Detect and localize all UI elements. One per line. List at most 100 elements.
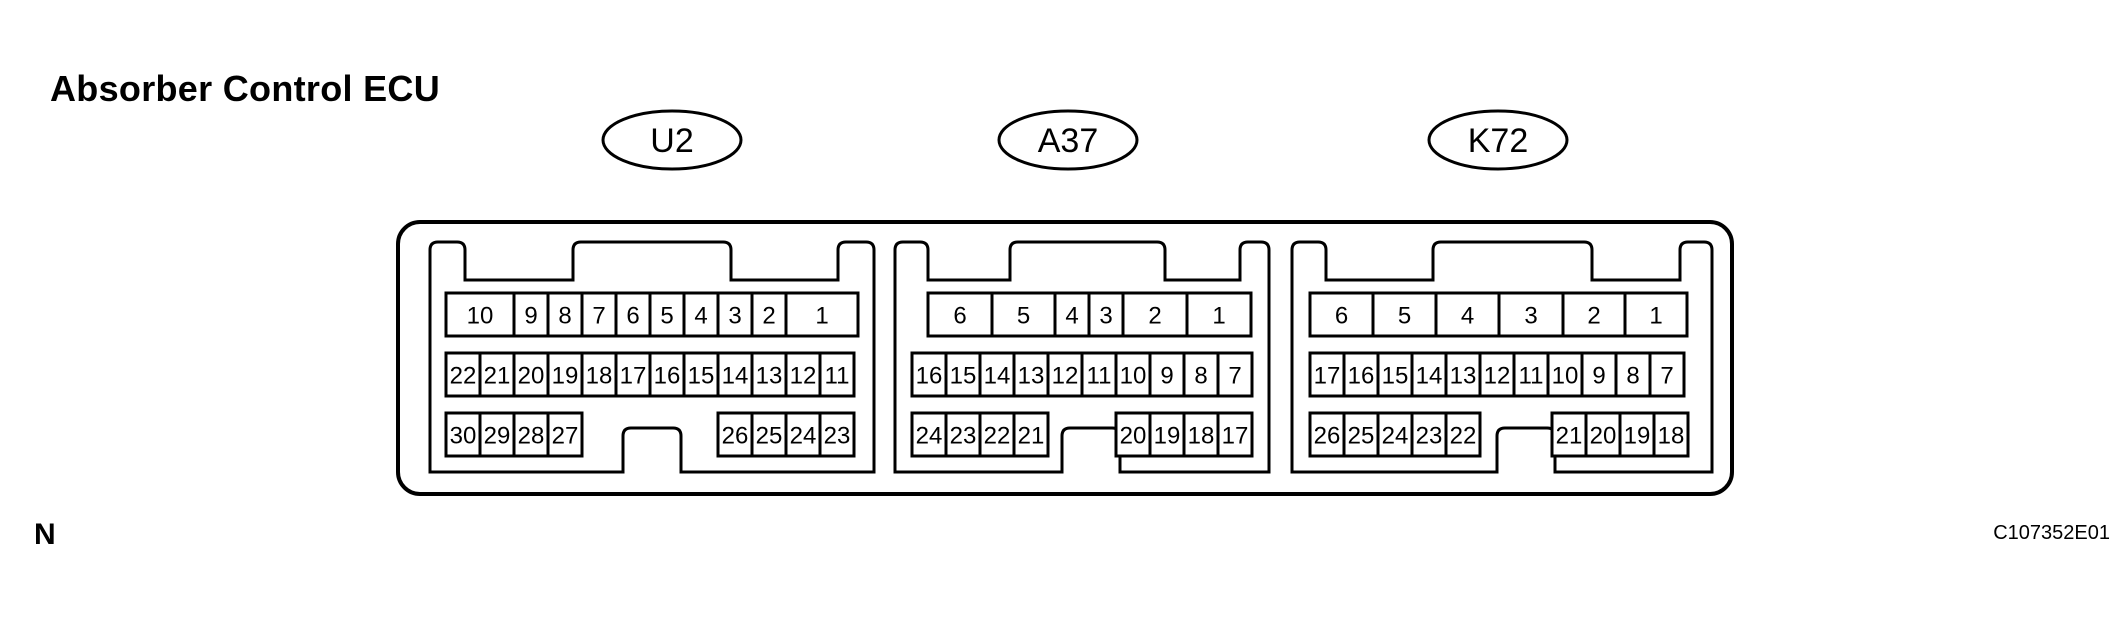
terminal-cell [1012, 351, 1050, 398]
terminal-cell [944, 411, 982, 458]
terminal-cell [512, 351, 550, 398]
terminal-number: 6 [953, 303, 966, 330]
connector-label: A37 [1038, 122, 1099, 160]
connector-label: K72 [1468, 122, 1529, 160]
terminal-cell [682, 291, 720, 338]
terminal-number: 19 [1624, 423, 1651, 450]
terminal-number: 12 [790, 363, 817, 390]
terminal-number: 6 [1335, 303, 1348, 330]
terminal-cell [1584, 411, 1622, 458]
terminal-cell [1376, 351, 1414, 398]
terminal-number: 19 [1154, 423, 1181, 450]
terminal-cell [990, 291, 1057, 338]
terminal-number: 6 [626, 303, 639, 330]
terminal-cell [444, 411, 482, 458]
terminal-cell [1512, 351, 1550, 398]
terminal-number: 22 [984, 423, 1011, 450]
terminal-number: 23 [1416, 423, 1443, 450]
terminal-number: 18 [1658, 423, 1685, 450]
terminal-number: 17 [620, 363, 647, 390]
terminal-cell [1614, 351, 1652, 398]
terminal-number: 24 [1382, 423, 1409, 450]
terminal-number: 21 [1018, 423, 1045, 450]
terminal-number: 8 [1626, 363, 1639, 390]
terminal-number: 12 [1052, 363, 1079, 390]
terminal-cell [512, 411, 550, 458]
terminal-number: 22 [1450, 423, 1477, 450]
terminal-cell [1308, 351, 1346, 398]
terminal-number: 1 [1212, 303, 1225, 330]
terminal-number: 23 [950, 423, 977, 450]
figure-code: C107352E01 [1993, 522, 2110, 544]
terminal-number: 15 [1382, 363, 1409, 390]
terminal-number: 13 [1018, 363, 1045, 390]
terminal-number: 9 [1592, 363, 1605, 390]
terminal-number: 28 [518, 423, 545, 450]
terminal-cell [1580, 351, 1618, 398]
terminal-cell [1497, 291, 1565, 338]
terminal-number: 20 [1590, 423, 1617, 450]
terminal-number: 25 [756, 423, 783, 450]
terminal-cell [546, 411, 584, 458]
terminal-cell [1182, 411, 1220, 458]
connector-label: U2 [650, 122, 693, 160]
terminal-cell [478, 411, 516, 458]
terminal-number: 3 [1524, 303, 1537, 330]
terminal-cell [716, 291, 754, 338]
terminal-cell [1185, 291, 1253, 338]
connector-label-oval [997, 109, 1139, 171]
terminal-cell [1546, 351, 1584, 398]
terminal-cell [1148, 411, 1186, 458]
terminal-cell [648, 291, 686, 338]
terminal-number: 19 [552, 363, 579, 390]
terminal-number: 11 [1087, 363, 1112, 390]
terminal-number: 14 [984, 363, 1011, 390]
terminal-cell [1623, 291, 1689, 338]
terminal-number: 26 [722, 423, 749, 450]
terminal-number: 7 [592, 303, 605, 330]
terminal-number: 8 [558, 303, 571, 330]
terminal-cell [784, 351, 822, 398]
terminal-number: 5 [660, 303, 673, 330]
terminal-cell [1053, 291, 1091, 338]
terminal-number: 5 [1398, 303, 1411, 330]
connector-label-oval [1427, 109, 1569, 171]
terminal-number: 18 [1188, 423, 1215, 450]
terminal-cell [580, 351, 618, 398]
terminal-number: 26 [1314, 423, 1341, 450]
terminal-number: 9 [1160, 363, 1173, 390]
terminal-cell [910, 411, 948, 458]
terminal-number: 25 [1348, 423, 1375, 450]
terminal-cell [750, 411, 788, 458]
terminal-number: 12 [1484, 363, 1511, 390]
terminal-cell [1376, 411, 1414, 458]
terminal-number: 17 [1314, 363, 1341, 390]
terminal-number: 9 [524, 303, 537, 330]
terminal-cell [1444, 411, 1482, 458]
terminal-cell [978, 351, 1016, 398]
connector-label-oval [601, 109, 743, 171]
terminal-number: 7 [1660, 363, 1673, 390]
terminal-cell [784, 291, 860, 338]
terminal-cell [750, 351, 788, 398]
terminal-number: 2 [1587, 303, 1600, 330]
terminal-number: 24 [790, 423, 817, 450]
terminal-cell [1342, 351, 1380, 398]
terminal-number: 4 [694, 303, 707, 330]
terminal-number: 8 [1194, 363, 1207, 390]
connector-shell [1290, 240, 1714, 474]
terminal-number: 27 [552, 423, 579, 450]
terminal-number: 30 [450, 423, 477, 450]
terminal-number: 16 [916, 363, 943, 390]
terminal-cell [1648, 351, 1686, 398]
terminal-cell [1308, 291, 1375, 338]
terminal-number: 3 [728, 303, 741, 330]
orientation-mark: N [34, 518, 56, 551]
terminal-number: 11 [1519, 363, 1544, 390]
terminal-number: 18 [586, 363, 613, 390]
